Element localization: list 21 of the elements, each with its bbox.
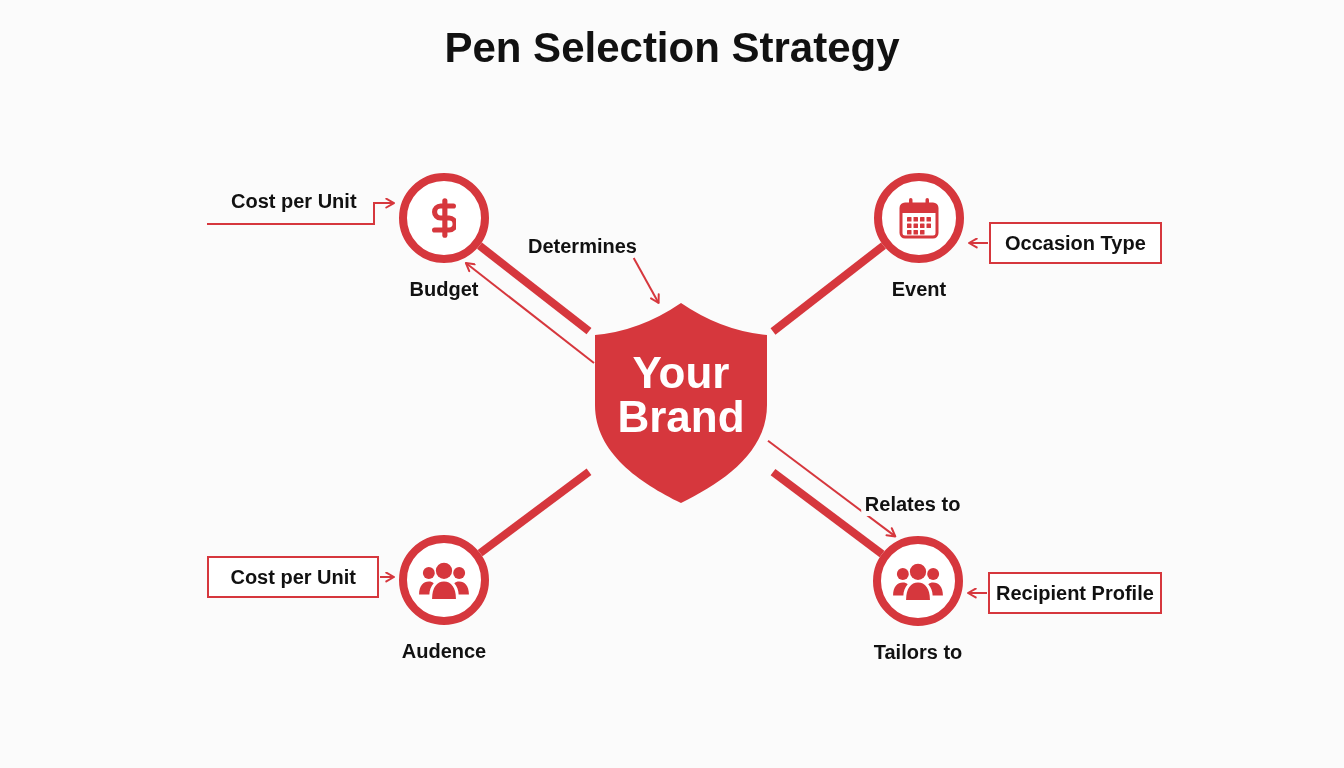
node-label: Audence bbox=[401, 639, 487, 663]
title: Pen Selection Strategy bbox=[444, 23, 900, 73]
outlined-label: Cost per Unit bbox=[207, 556, 379, 598]
arrow bbox=[967, 587, 988, 599]
node-label: Tailors to bbox=[873, 640, 963, 664]
arrow bbox=[206, 197, 395, 225]
arrow bbox=[464, 262, 595, 364]
node-label: Event bbox=[891, 277, 947, 301]
node-label: Determines bbox=[528, 234, 637, 258]
outlined-label: Recipient Profile bbox=[988, 572, 1162, 614]
arrow bbox=[632, 257, 660, 304]
shield-title: Your Brand bbox=[616, 351, 746, 439]
connector-line bbox=[477, 468, 592, 557]
arrow bbox=[767, 439, 897, 538]
connector-line bbox=[477, 242, 592, 335]
node-label: Cost per Unit bbox=[231, 189, 357, 213]
connector-line bbox=[770, 242, 886, 335]
node-label: Budget bbox=[409, 277, 479, 301]
arrow bbox=[379, 571, 395, 583]
arrow bbox=[968, 237, 989, 249]
outlined-label: Occasion Type bbox=[989, 222, 1162, 264]
